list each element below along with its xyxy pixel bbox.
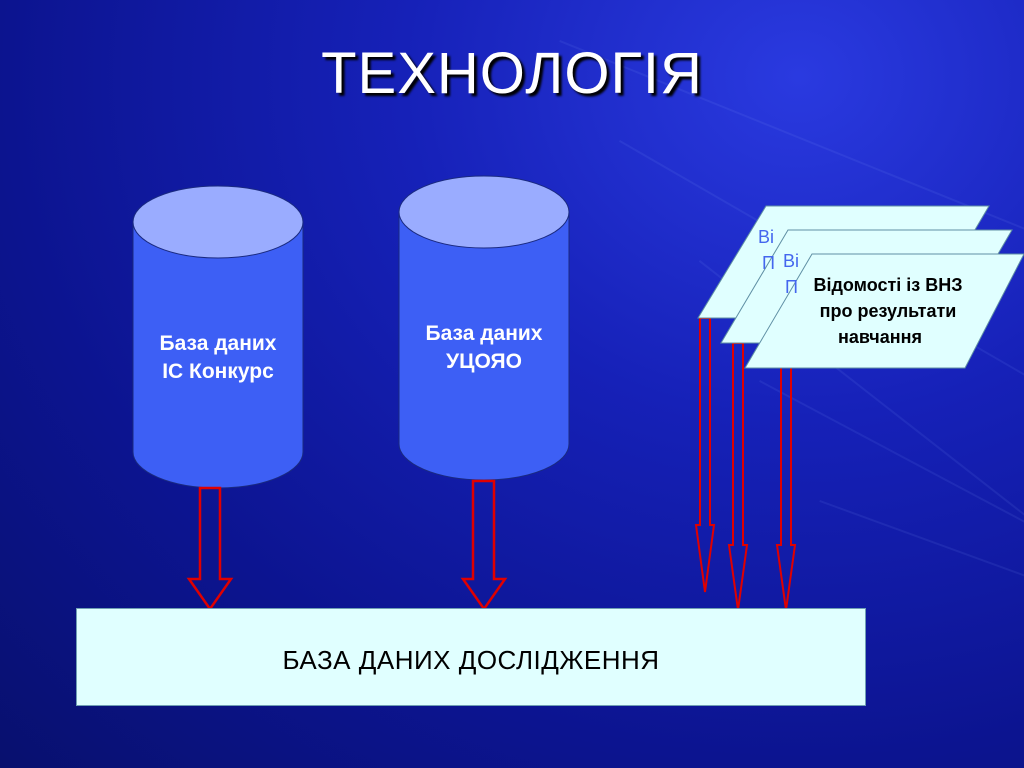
database-label-line1: База даних: [159, 332, 277, 355]
document-front-text: Відомості із ВНЗ про результати навчання: [778, 272, 998, 350]
arrow-document-1-to-base: [694, 317, 716, 593]
database-label-ucoyao: База даних УЦОЯО: [399, 320, 569, 376]
arrow-ic-konkurs-to-base: [186, 486, 234, 612]
document-card-front: [744, 253, 1024, 369]
document-back-text-top: Ві: [758, 227, 775, 247]
research-database-label: БАЗА ДАНИХ ДОСЛІДЖЕННЯ: [282, 645, 660, 675]
arrow-document-3-to-base: [775, 366, 797, 611]
database-label-line2: ІС Конкурс: [162, 360, 274, 383]
document-middle-text-top: Ві: [783, 251, 800, 271]
arrow-document-2-to-base: [727, 342, 749, 611]
database-cylinder-ic-konkurs: [132, 185, 304, 489]
database-label-line1: База даних: [425, 322, 543, 345]
document-middle-text-p: П: [785, 277, 798, 297]
document-back-text-p: П: [762, 253, 775, 273]
slide-title: ТЕХНОЛОГІЯ: [321, 41, 703, 106]
document-front-line1: Відомості із ВНЗ: [813, 275, 963, 295]
document-front-line2: про результати: [819, 301, 957, 321]
research-database-box: БАЗА ДАНИХ ДОСЛІДЖЕННЯ: [76, 608, 866, 706]
arrow-ucoyao-to-base: [460, 479, 508, 612]
database-label-ic-konkurs: База даних ІС Конкурс: [133, 330, 303, 386]
document-front-line3: навчання: [838, 327, 922, 347]
database-label-line2: УЦОЯО: [446, 350, 522, 373]
